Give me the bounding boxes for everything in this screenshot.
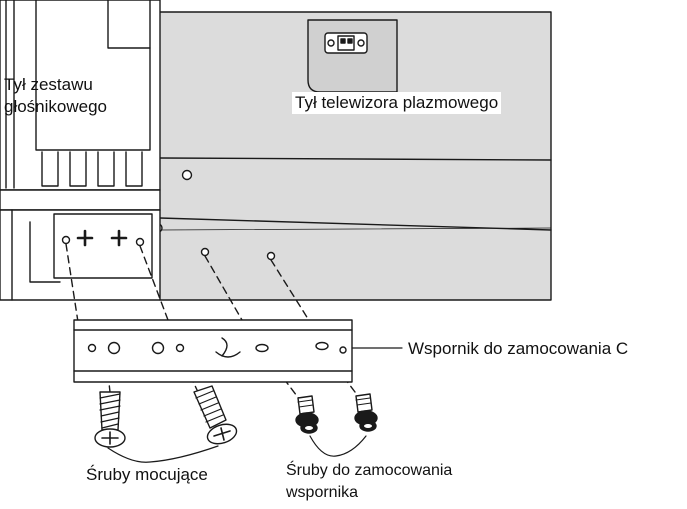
mounting-screws-callout bbox=[107, 445, 219, 463]
speaker-back-label: Tył zestawu głośnikowego bbox=[4, 74, 107, 118]
mounting-screw-right bbox=[193, 385, 238, 445]
bracket-screws-label-line2: wspornika bbox=[286, 484, 359, 501]
bracket-screws-callout bbox=[309, 435, 367, 457]
tv-terminal-connector bbox=[307, 19, 398, 93]
mounting-screw-left bbox=[94, 391, 126, 448]
speaker-back-label-line2: głośnikowego bbox=[4, 97, 108, 116]
speaker-system-rear bbox=[0, 0, 161, 301]
bracket-label: Wspornik do zamocowania C bbox=[408, 339, 629, 358]
bracket-screws-label-line1: Śruby do zamocowania bbox=[286, 462, 453, 479]
bracket-screw-left bbox=[295, 395, 319, 434]
bracket-screw-right bbox=[354, 393, 378, 432]
tv-back-label: Tył telewizora plazmowego bbox=[292, 92, 502, 114]
mounting-screws-label: Śruby mocujące bbox=[86, 465, 208, 484]
bracket-screws-label: Śruby do zamocowania wspornika bbox=[286, 460, 452, 504]
bracket-c bbox=[73, 319, 353, 383]
speaker-back-label-line1: Tył zestawu bbox=[4, 75, 93, 94]
